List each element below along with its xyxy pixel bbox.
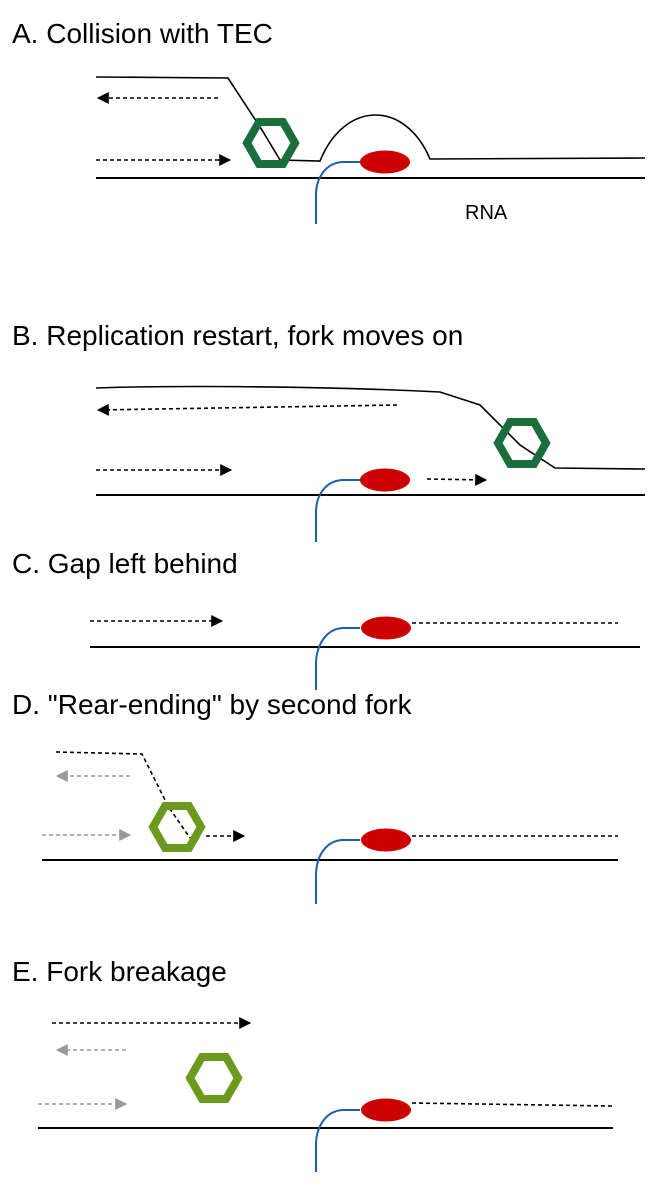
panel-a-diagram: RNA <box>95 76 646 224</box>
panel-e-diagram <box>38 1017 613 1172</box>
rna-transcript <box>315 1109 360 1172</box>
gap-dashed-strand <box>411 1102 613 1107</box>
rna-polymerase <box>360 150 410 174</box>
rna-polymerase <box>361 1098 411 1122</box>
rna-transcript <box>315 161 360 224</box>
rna-transcript <box>315 839 360 904</box>
helicase-hexagon <box>493 418 551 468</box>
rna-polymerase <box>361 828 411 852</box>
panel-c-title: C. Gap left behind <box>12 548 238 579</box>
parental-strand <box>95 76 646 162</box>
helicase-hexagon-second-fork <box>185 1053 243 1103</box>
panel-d-title: D. "Rear-ending" by second fork <box>12 689 412 720</box>
panel-b-title: B. Replication restart, fork moves on <box>12 320 464 351</box>
polymerase-movement-arrow <box>426 473 488 486</box>
panel-d-diagram <box>42 751 618 904</box>
panel-a-title: A. Collision with TEC <box>12 18 273 49</box>
panel-e-title: E. Fork breakage <box>12 956 227 987</box>
rna-polymerase <box>361 616 411 640</box>
lagging-arrow <box>96 403 398 416</box>
second-fork-parental-strand <box>55 751 191 839</box>
helicase-hexagon-second-fork <box>148 802 206 852</box>
rna-polymerase <box>360 468 410 492</box>
parental-strand <box>95 385 646 470</box>
rna-transcript <box>315 627 360 690</box>
rna-label: RNA <box>465 202 508 224</box>
panel-b-diagram <box>95 385 646 542</box>
panel-c-diagram <box>90 615 640 690</box>
helicase-hexagon <box>242 118 300 168</box>
rna-transcript <box>315 479 360 542</box>
